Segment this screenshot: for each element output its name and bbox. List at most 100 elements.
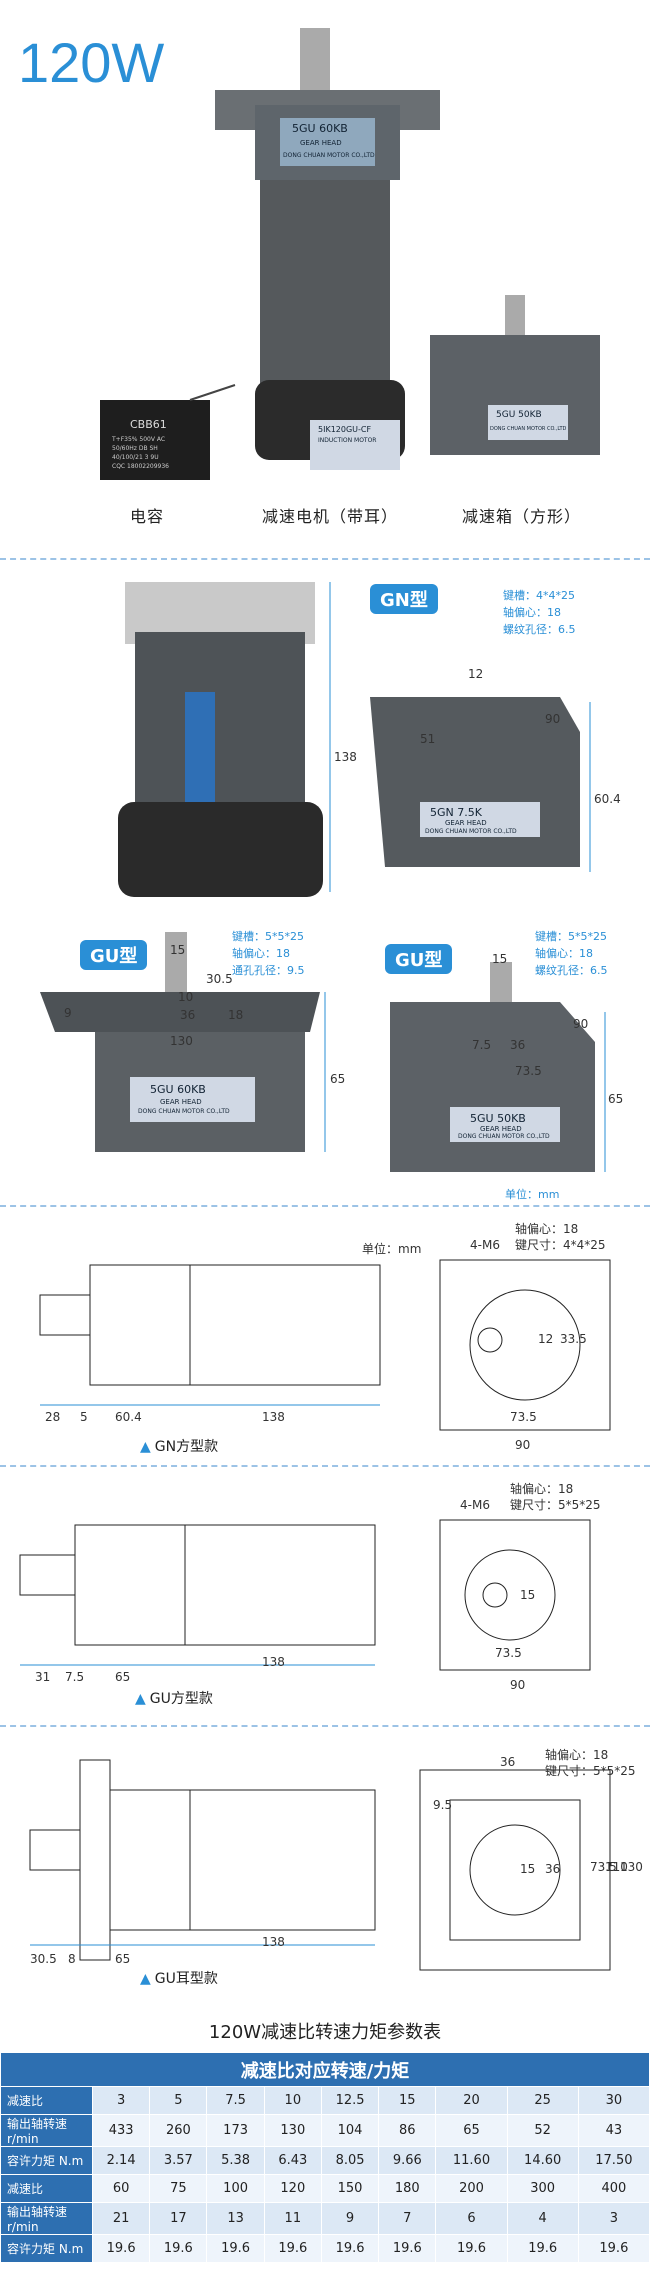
table-cell: 43 [577, 2114, 650, 2147]
table-cell: 30 [577, 2086, 650, 2115]
divider [0, 1725, 650, 1727]
table-cell: 120 [263, 2174, 322, 2203]
table-cell: 19.6 [149, 2234, 208, 2263]
d1-front-3: 73.5 [510, 1410, 537, 1424]
table-cell: 19.6 [320, 2234, 380, 2263]
gu1-spec-1: 键槽：5*5*25 [232, 930, 304, 943]
table-cell: 19.6 [435, 2234, 508, 2263]
d3-spec2: 键尺寸：5*5*25 [545, 1764, 636, 1778]
capacitor-model: CBB61 [130, 418, 167, 431]
gu1-spec-2: 轴偏心：18 [232, 947, 290, 960]
d3-front-2: 9.5 [433, 1798, 453, 1812]
table-cell: 5.38 [206, 2146, 265, 2175]
d3-dim-4: 138 [262, 1935, 285, 1949]
gearbox-company: DONG CHUAN MOTOR CO.,LTD [490, 426, 567, 432]
table-cell: 7.5 [206, 2086, 265, 2115]
table-cell: 21 [91, 2202, 151, 2235]
gu1-dim-h: 9 [64, 1006, 72, 1020]
dimension-section: GN型 键槽：4*4*25 轴偏心：18 螺纹孔径：6.5 12 51 90 6… [0, 562, 650, 1202]
table-cell: 104 [320, 2114, 380, 2147]
table-cell: 17.50 [577, 2146, 650, 2175]
d3-spec1: 轴偏心：18 [545, 1748, 609, 1762]
table-cell: 150 [320, 2174, 380, 2203]
unit-label: 单位：mm [505, 1188, 560, 1201]
gu2-badge: GU型 [385, 944, 453, 974]
capacitor-caption: 电容 [130, 507, 165, 526]
table-cell: 6 [435, 2202, 508, 2235]
table-cell: 15 [378, 2086, 437, 2115]
row-label: 容许力矩 N.m [0, 2146, 93, 2175]
d3-front-3: 15 [520, 1862, 536, 1876]
d2-hole: 4-M6 [460, 1498, 490, 1512]
table-cell: 19.6 [263, 2234, 322, 2263]
table-cell: 11.60 [435, 2146, 508, 2175]
motor-label: 5IK120GU-CF [318, 425, 372, 434]
gu2-spec-3: 螺纹孔径：6.5 [535, 964, 608, 977]
gu1-text: GEAR HEAD [160, 1098, 202, 1106]
table-cell: 19.6 [506, 2234, 579, 2263]
table-cell: 300 [506, 2174, 579, 2203]
table-cell: 19.6 [577, 2234, 650, 2263]
table-title: 120W减速比转速力矩参数表 [208, 2022, 442, 2043]
d1-front-2: 33.5 [560, 1332, 587, 1346]
row-label: 输出轴转速r/min [0, 2202, 93, 2235]
d1-dim-3: 60.4 [115, 1410, 142, 1424]
gn-box-model: 5GN 7.5K [430, 806, 482, 819]
motor-company: DONG CHUAN MOTOR CO.,LTD [283, 152, 375, 159]
table-cell: 10 [263, 2086, 322, 2115]
row-label: 减速比 [0, 2174, 93, 2203]
d1-unit: 单位：mm [362, 1242, 422, 1256]
capacitor-spec3: 40/100/21 3 9U [112, 454, 159, 461]
gn-box-text: GEAR HEAD [445, 819, 487, 827]
d1-dim-1: 28 [45, 1410, 61, 1424]
table-cell: 3 [577, 2202, 650, 2235]
gu1-model: 5GU 60KB [150, 1083, 206, 1096]
table-cell: 173 [206, 2114, 265, 2147]
gn-spec-1: 键槽：4*4*25 [503, 589, 575, 602]
divider [0, 1205, 650, 1207]
d3-front-6: 110 [605, 1860, 628, 1874]
gu1-dim-g: 18 [228, 1008, 244, 1022]
table-cell: 52 [506, 2114, 579, 2147]
table-cell: 25 [506, 2086, 579, 2115]
d2-front-1: 15 [520, 1588, 536, 1602]
power-title: 120W [18, 31, 165, 94]
gu2-spec-1: 键槽：5*5*25 [535, 930, 607, 943]
d3-front-4: 36 [545, 1862, 561, 1876]
table-cell: 9 [320, 2202, 380, 2235]
table-cell: 60 [91, 2174, 151, 2203]
gu1-dim-f: 65 [330, 1072, 346, 1086]
capacitor-spec2: 50/60Hz DB SH [112, 445, 158, 452]
table-cell: 19.6 [378, 2234, 437, 2263]
d2-spec1: 轴偏心：18 [510, 1482, 574, 1496]
gu1-company: DONG CHUAN MOTOR CO.,LTD [138, 1108, 230, 1115]
table-cell: 130 [263, 2114, 322, 2147]
table-cell: 14.60 [506, 2146, 579, 2175]
divider [0, 1465, 650, 1467]
d1-spec2: 键尺寸：4*4*25 [515, 1238, 606, 1252]
drawing-gu-ear-svg [29, 1759, 611, 1971]
drawing-gu-square-svg [19, 1519, 591, 1671]
d2-front-2: 73.5 [495, 1646, 522, 1660]
drawing-gu-square: 4-M6 轴偏心：18 键尺寸：5*5*25 31 7.5 65 138 15 … [0, 1470, 650, 1720]
table-cell: 13 [206, 2202, 265, 2235]
gn-dim-c: 90 [545, 712, 561, 726]
table-cell: 19.6 [206, 2234, 265, 2263]
table-cell: 3 [91, 2086, 151, 2115]
drawing-gn-svg [39, 1259, 611, 1431]
d2-caption: ▲GU方型款 [135, 1691, 213, 1707]
table-cell: 17 [149, 2202, 208, 2235]
product-section: 120W 5GU 60KB GEAR HEAD DONG CHUAN MOTOR… [0, 0, 650, 560]
motor-caption: 减速电机（带耳） [262, 507, 399, 526]
motor-head-model: 5GU 60KB [292, 122, 348, 135]
table-cell: 180 [378, 2174, 437, 2203]
row-label: 输出轴转速r/min [0, 2114, 93, 2147]
d3-caption: ▲GU耳型款 [140, 1971, 218, 1987]
gn-box-company: DONG CHUAN MOTOR CO.,LTD [425, 828, 517, 835]
gu1-badge: GU型 [80, 940, 148, 970]
gu2-dim-d: 73.5 [515, 1064, 542, 1078]
d2-front-3: 90 [510, 1678, 526, 1692]
